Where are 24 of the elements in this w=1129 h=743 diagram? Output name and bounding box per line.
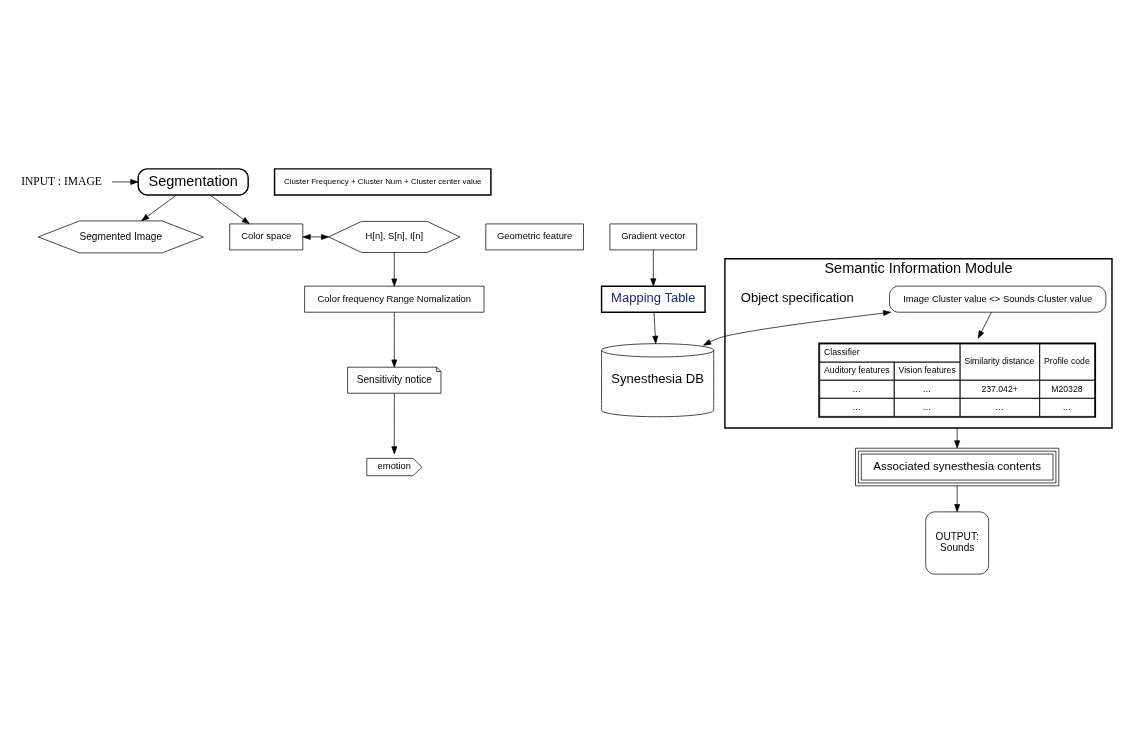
node-box: Segmentation — [137, 168, 249, 196]
node-box: Gradient vector — [609, 223, 698, 251]
node-box: OUTPUT: Sounds — [925, 511, 989, 575]
arrow — [111, 179, 139, 185]
label: Object specification — [740, 290, 854, 306]
arrow — [391, 311, 398, 368]
arrow — [954, 427, 961, 449]
arrow — [391, 393, 398, 455]
node-box: Mapping Table — [600, 285, 706, 313]
node-box: Cluster Frequency + Cluster Num + Cluster center value — [273, 168, 492, 196]
arrow — [703, 310, 892, 346]
arrow — [141, 194, 177, 222]
node-box: Image Cluster value <> Sounds Cluster value — [889, 285, 1107, 313]
arrow — [302, 234, 330, 240]
node-box: Color space — [229, 223, 304, 251]
node-box: Color frequency Range Nomalization — [304, 285, 485, 313]
arrow — [391, 252, 398, 287]
node-box: Geometric feature — [485, 223, 584, 251]
arrow — [954, 485, 961, 513]
arrow — [650, 249, 657, 287]
arrow — [209, 194, 250, 225]
arrow — [652, 311, 659, 344]
node-text: INPUT : IMAGE — [21, 174, 102, 188]
arrow — [977, 311, 992, 339]
